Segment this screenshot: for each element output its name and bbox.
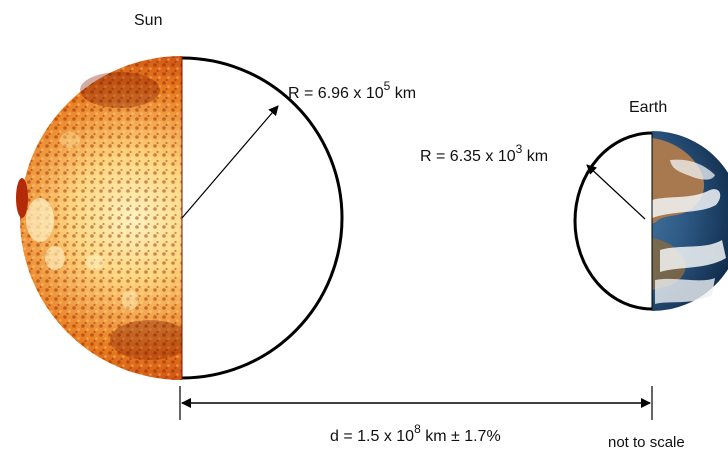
earth-label: Earth: [629, 99, 667, 116]
distance-exponent: 8: [414, 422, 421, 436]
sun-image: [16, 56, 182, 380]
earth-image: [652, 131, 728, 311]
earth-outline-half: [573, 131, 653, 311]
earth-radius-unit: km: [522, 148, 548, 165]
sun-radius-label: R = 6.96 x 105 km: [288, 79, 416, 102]
distance-suffix: km ± 1.7%: [421, 428, 501, 445]
distance-prefix: d = 1.5 x 10: [330, 428, 414, 445]
earth-radius-arrow: [586, 164, 646, 220]
not-to-scale-note: not to scale: [608, 434, 685, 451]
earth-radius-label: R = 6.35 x 103 km: [420, 142, 548, 165]
earth-radius-prefix: R = 6.35 x 10: [420, 148, 516, 165]
sun-radius-exponent: 5: [384, 79, 391, 93]
sun-radius-unit: km: [390, 85, 416, 102]
sun-outline-half: [181, 56, 344, 380]
sun-radius-arrow: [181, 105, 279, 219]
earth-radius-exponent: 3: [516, 142, 523, 156]
sun-label: Sun: [134, 12, 162, 29]
distance-label: d = 1.5 x 108 km ± 1.7%: [330, 422, 501, 445]
sun-radius-prefix: R = 6.96 x 10: [288, 85, 384, 102]
